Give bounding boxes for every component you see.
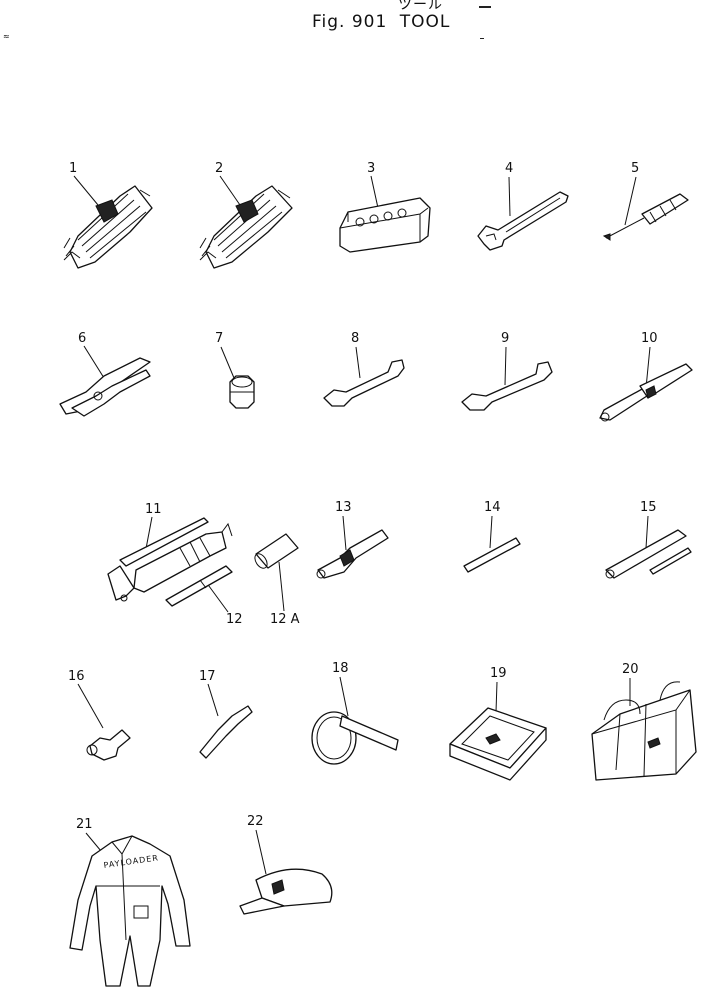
leader-14 <box>489 515 493 549</box>
leader-6 <box>83 345 105 379</box>
part-14-bar: 14 <box>463 500 521 573</box>
part-15-extension-bar: 15 <box>605 500 692 579</box>
leader-9 <box>504 346 507 386</box>
part-1-wrench-set: 1 <box>63 161 153 269</box>
diagram-title: Fig. 901 TOOL <box>312 12 456 32</box>
callout-6: 6 <box>78 331 86 346</box>
leader-12 <box>205 581 229 613</box>
callout-12a: 12 A <box>270 612 300 627</box>
callout-5: 5 <box>631 161 639 176</box>
part-4-adjustable-wrench: 4 <box>477 161 569 251</box>
leader-8 <box>355 346 361 379</box>
margin-mark: ≈ <box>3 32 10 41</box>
part-8-open-end-wrench: 8 <box>323 331 405 407</box>
leader-3 <box>370 175 379 209</box>
part-10-socket-wrench: 10 <box>599 331 693 422</box>
leader-15 <box>645 515 649 549</box>
part-13-adapter: 13 <box>316 500 389 579</box>
part-16-grease-fitting: 16 <box>68 669 131 761</box>
leader-2 <box>219 175 241 206</box>
leader-17 <box>207 683 219 717</box>
title-mark-small <box>480 38 484 39</box>
callout-18: 18 <box>332 661 349 676</box>
leader-4 <box>508 176 511 217</box>
title-mark <box>479 6 491 8</box>
callout-12: 12 <box>226 612 243 627</box>
part-6-pliers: 6 <box>59 331 151 417</box>
part-9-open-end-wrench: 9 <box>461 331 553 411</box>
part-11-grease-gun: 11 <box>107 502 233 602</box>
callout-20: 20 <box>622 662 639 677</box>
leader-16 <box>77 683 104 729</box>
figure-title: TOOL <box>399 12 451 32</box>
figure-label: Fig. 901 <box>312 12 388 32</box>
callout-17: 17 <box>199 669 216 684</box>
leader-13 <box>342 515 347 551</box>
part-18-filter-wrench: 18 <box>311 661 399 765</box>
callout-9: 9 <box>501 331 509 346</box>
part-17-hose: 17 <box>199 669 253 759</box>
leader-1 <box>73 175 99 206</box>
part-2-wrench-set: 2 <box>199 161 293 269</box>
part-3-socket-set-box: 3 <box>339 161 431 253</box>
callout-10: 10 <box>641 331 658 346</box>
callout-2: 2 <box>215 161 223 176</box>
callout-13: 13 <box>335 500 352 515</box>
callout-19: 19 <box>490 666 507 681</box>
callout-16: 16 <box>68 669 85 684</box>
leader-7 <box>220 346 235 379</box>
leader-18 <box>339 676 349 717</box>
part-21-coverall: 21 PAYLOADER <box>69 817 191 987</box>
callout-22: 22 <box>247 814 264 829</box>
part-7-socket: 7 <box>215 331 255 409</box>
leader-5 <box>624 176 637 226</box>
callout-15: 15 <box>640 500 657 515</box>
callout-3: 3 <box>367 161 375 176</box>
diagram-title-japanese: ツール <box>398 0 443 13</box>
callout-14: 14 <box>484 500 501 515</box>
callout-21: 21 <box>76 817 93 832</box>
part-12a-cap: 12 A <box>254 533 300 627</box>
leader-19 <box>495 681 498 713</box>
callout-8: 8 <box>351 331 359 346</box>
leader-12a <box>278 561 285 612</box>
callout-4: 4 <box>505 161 513 176</box>
part-12-extension: 12 <box>165 565 243 627</box>
callout-1: 1 <box>69 161 77 176</box>
part-22-cap: 22 <box>239 814 333 915</box>
part-5-screwdriver: 5 <box>602 161 689 241</box>
leader-22 <box>255 829 267 875</box>
callout-7: 7 <box>215 331 223 346</box>
callout-11: 11 <box>145 502 162 517</box>
leader-10 <box>645 346 651 389</box>
part-19-tool-box: 19 <box>449 666 547 781</box>
part-20-tool-bag: 20 <box>591 662 697 781</box>
